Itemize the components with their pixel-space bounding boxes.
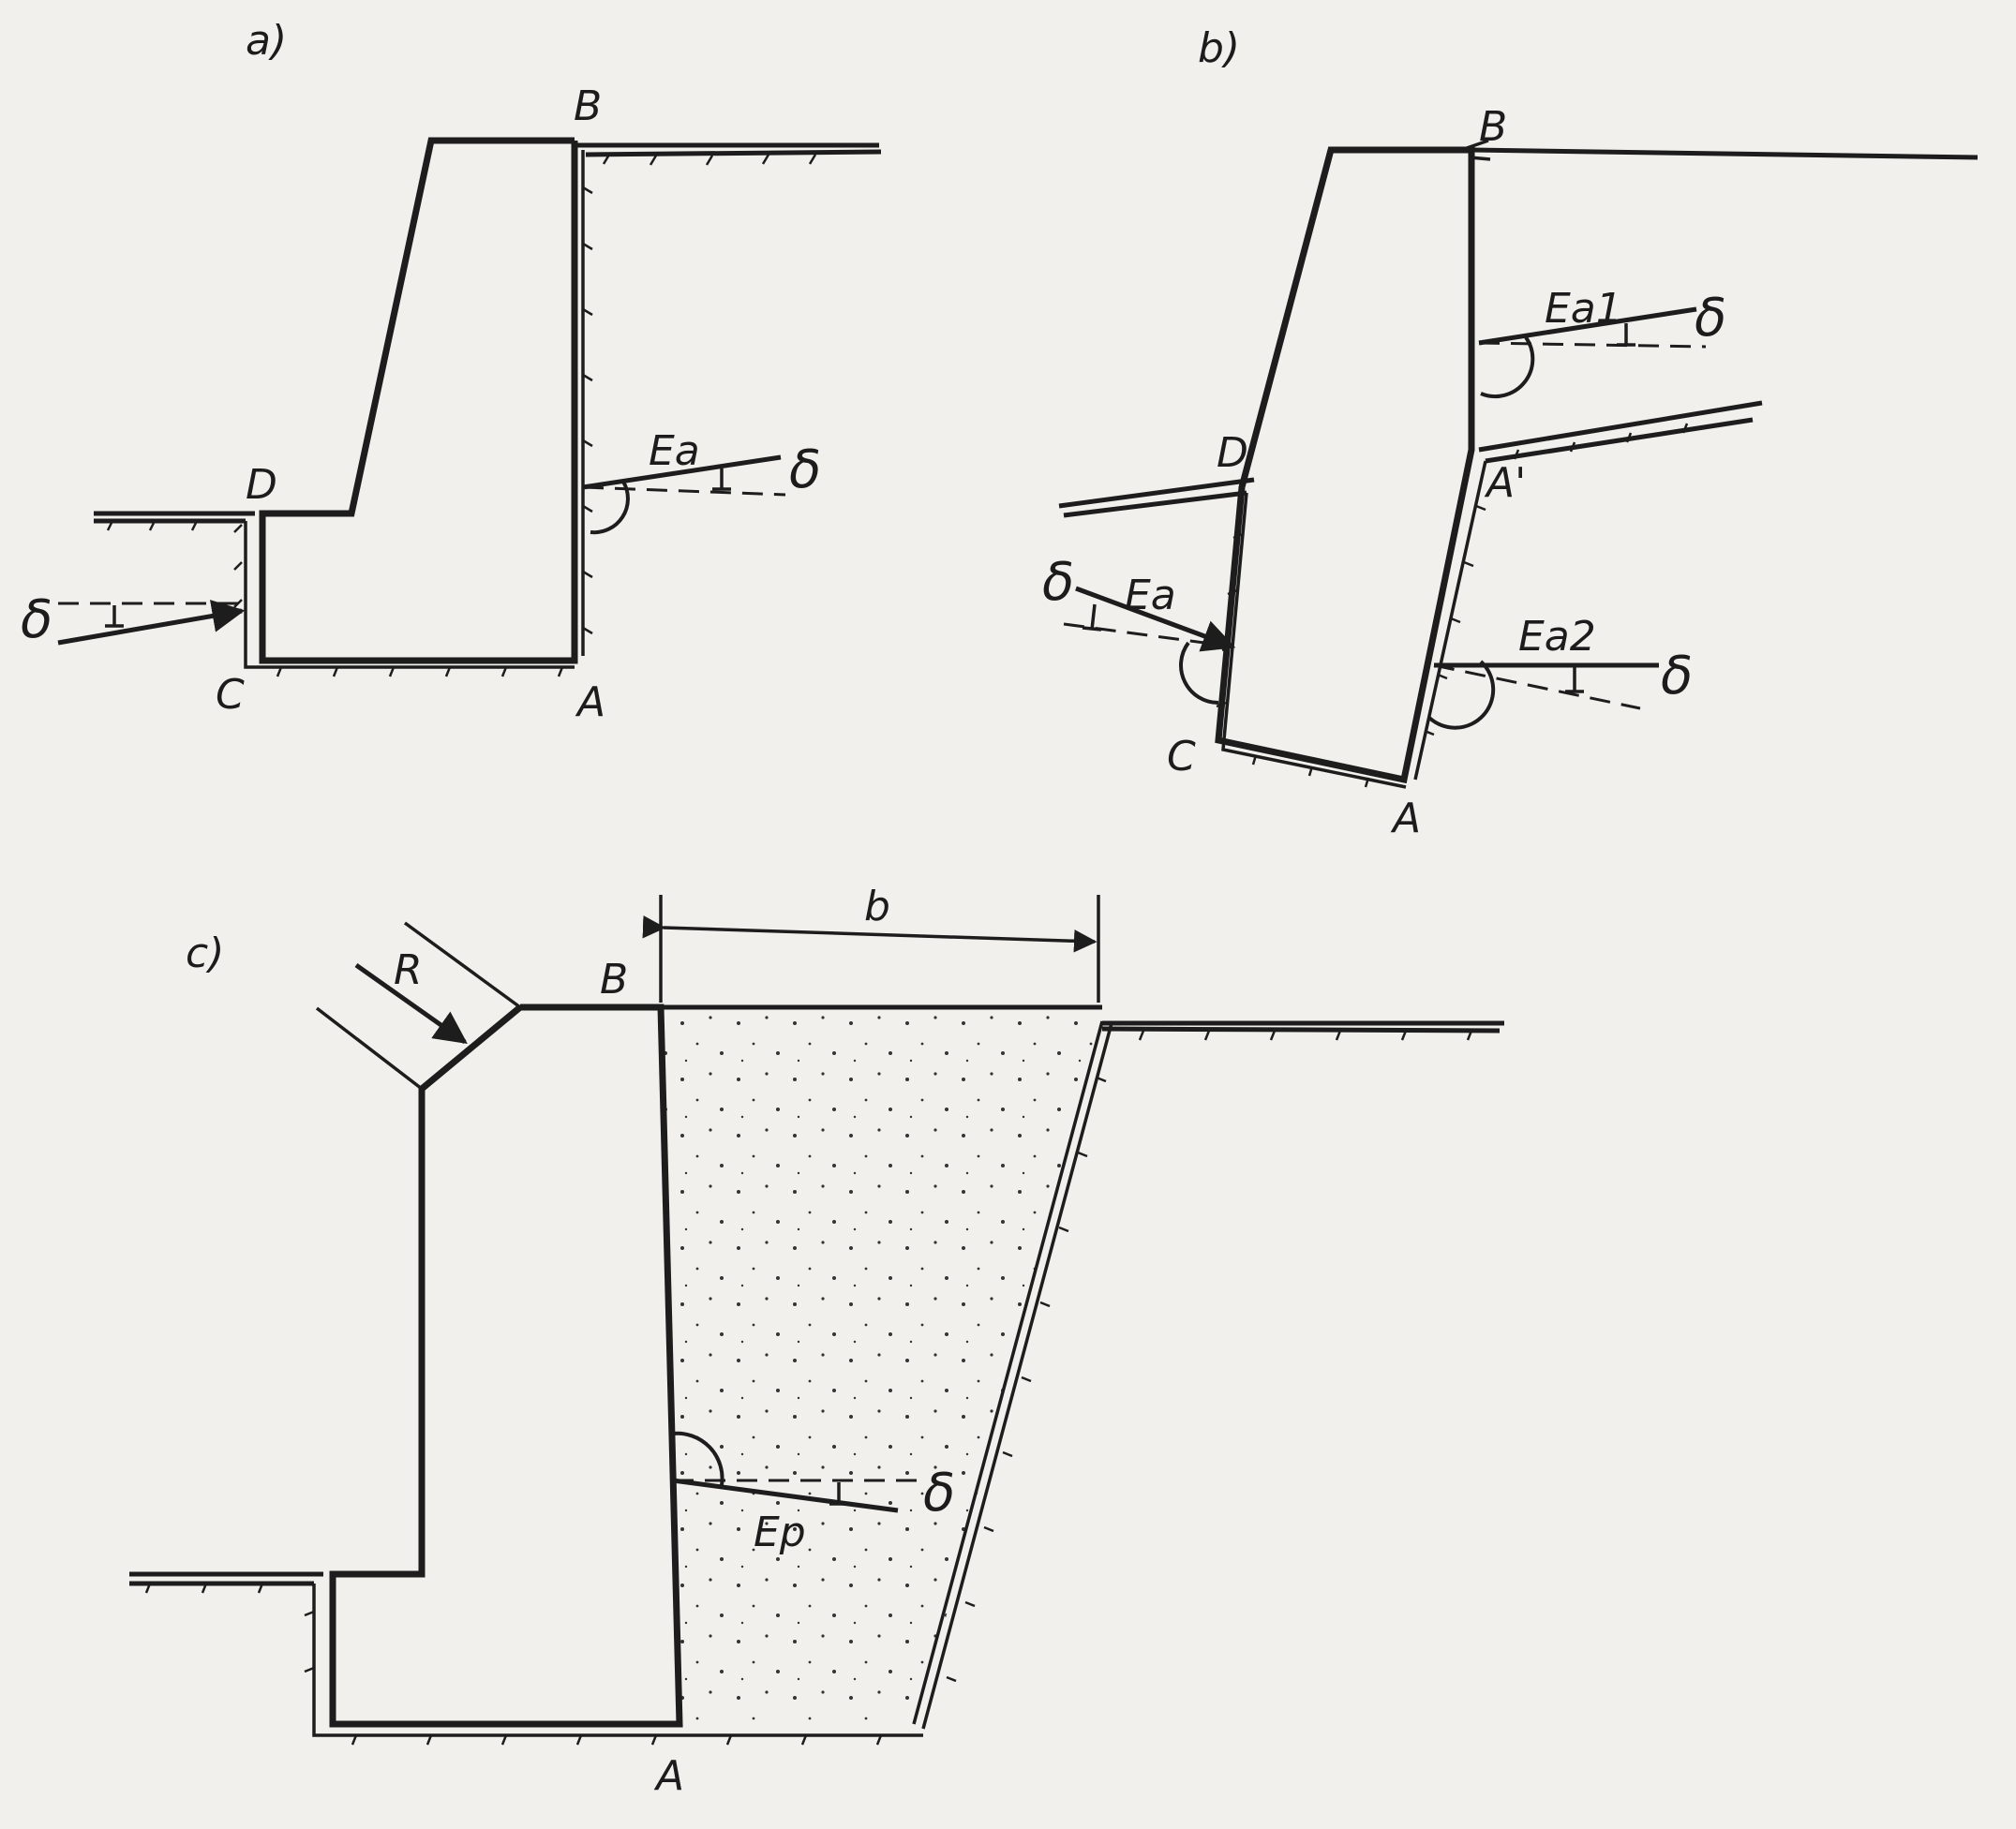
panel-a-point-d: D xyxy=(246,461,277,509)
panel-a-point-b: B xyxy=(574,82,602,130)
panel-a-front-hatch xyxy=(106,520,243,608)
panel-b-top-surface xyxy=(1471,147,1979,160)
panel-c-force-ep-line xyxy=(672,1478,899,1513)
panel-b-back-hatch xyxy=(1424,504,1486,736)
panel-a-label: a) xyxy=(246,17,287,65)
panel-a-angle-arc xyxy=(590,480,630,535)
panel-a-wall xyxy=(259,137,578,664)
panel-b-force-ea2-label: Ea2 xyxy=(1518,613,1596,661)
panel-c-fill-region xyxy=(661,1007,1102,1724)
panel-b-force-ea-left-line xyxy=(1075,586,1236,652)
panel-a-backfill-hatch xyxy=(602,154,817,166)
panel-b-back-rough xyxy=(1413,460,1487,781)
panel-c-r-arm-upper xyxy=(403,921,522,1009)
panel-b-point-a-prime: A' xyxy=(1484,459,1526,507)
panel-b-ea1-tick xyxy=(1617,323,1635,347)
panel-b-ea1-dashed xyxy=(1478,341,1707,349)
panel-b-wall xyxy=(1215,146,1475,784)
panel-c-toe-rough xyxy=(312,1584,923,1737)
panel-c-fill-boundary xyxy=(912,1020,1113,1730)
panel-b-force-ea1-label: Ea1 xyxy=(1545,285,1622,333)
panel-c-point-a: A xyxy=(653,1752,684,1800)
panel-c-front-surface xyxy=(129,1571,323,1586)
panel-a-force-ea-label: Ea xyxy=(649,427,700,475)
panel-b-ea2-arc xyxy=(1427,660,1496,730)
panel-a-delta-tick xyxy=(712,468,731,491)
panel-c-delta-p-label: δ xyxy=(923,1463,955,1524)
panel-a-delta-back-label: δ xyxy=(21,589,52,650)
panel-c-force-r-arrow xyxy=(354,962,468,1045)
panel-b-mid-hatch xyxy=(1513,423,1689,460)
panel-b-force-ea1-line xyxy=(1478,306,1697,346)
panel-b-left-rough xyxy=(1221,492,1407,789)
panel-b-label: b) xyxy=(1198,24,1240,72)
panel-a-front-tick xyxy=(105,605,124,628)
panel-c-dimension-b-label: b xyxy=(864,883,890,930)
panel-c-fill-hatch xyxy=(946,1076,1107,1683)
panel-b-ea1-arc xyxy=(1480,335,1535,399)
panel-b-delta-top-label: δ xyxy=(1695,288,1726,349)
panel-b-point-d: D xyxy=(1217,429,1248,477)
panel-b-delta-bottom-label: δ xyxy=(1661,646,1693,706)
panel-b-ea-left-dashed xyxy=(1063,622,1233,648)
panel-a-toe-rough xyxy=(244,521,575,669)
panel-c-ep-arc xyxy=(672,1431,724,1486)
panel-c: c) R b Ep δ B A xyxy=(129,883,1504,1800)
panel-c-front-hatch xyxy=(144,1583,264,1594)
panel-a-back-hatch xyxy=(582,186,593,635)
panel-b-delta-left-label: δ xyxy=(1042,552,1074,613)
panel-a-force-ea-line xyxy=(582,454,782,490)
panel-c-base-hatch xyxy=(304,1610,883,1746)
panel-c-wall xyxy=(329,1004,683,1728)
panel-b-point-b: B xyxy=(1479,103,1507,151)
panel-b-mid-surface xyxy=(1478,400,1763,464)
panel-a: a) Ea δ δ B D C A xyxy=(21,17,882,726)
panel-b-force-ea-left-label: Ea xyxy=(1125,572,1176,619)
panel-c-dimension-b xyxy=(642,915,1098,953)
panel-c-label: c) xyxy=(186,929,224,977)
panel-a-normal-dashed xyxy=(582,485,786,497)
panel-c-top-surface xyxy=(661,1004,1504,1033)
panel-b-top-node xyxy=(1466,139,1491,161)
panel-c-force-ep-label: Ep xyxy=(754,1509,806,1556)
panel-b-ea2-tick xyxy=(1565,667,1584,693)
panel-b-point-a: A xyxy=(1390,795,1421,842)
panel-c-r-chord xyxy=(420,1005,522,1091)
panel-c-r-arm-lower xyxy=(315,1006,424,1091)
panel-a-point-a: A xyxy=(575,678,605,726)
panel-c-top-hatch xyxy=(1138,1030,1473,1041)
panel-c-ep-tick xyxy=(829,1482,848,1506)
panel-a-point-c: C xyxy=(216,671,245,719)
panel-b-left-surface xyxy=(1058,477,1255,518)
panel-c-point-b: B xyxy=(600,956,628,1004)
panel-b-ea2-dashed xyxy=(1433,663,1641,710)
panel-a-force-front-line xyxy=(57,600,246,646)
panel-b-ea-left-tick xyxy=(1082,603,1102,632)
panel-b: b) Ea1 δ Ea2 δ Ea δ xyxy=(1042,24,1979,842)
panel-a-base-hatch xyxy=(276,666,564,677)
panel-a-delta-front-label: δ xyxy=(789,439,821,500)
panel-a-backfill-surface xyxy=(575,142,882,157)
panel-a-front-surface xyxy=(94,511,255,524)
panel-b-ea-left-arc xyxy=(1179,641,1219,705)
panel-b-point-c: C xyxy=(1167,733,1196,781)
panel-c-force-r-label: R xyxy=(394,946,423,994)
